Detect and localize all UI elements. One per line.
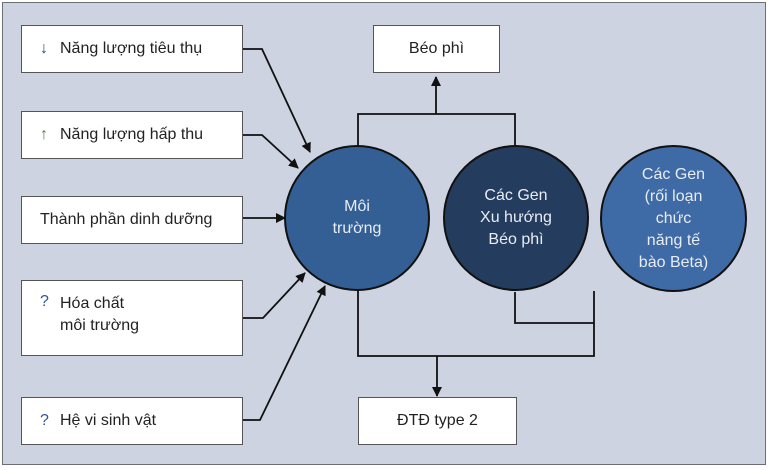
input-box-microbiome: ? Hệ vi sinh vật <box>21 397 243 445</box>
arrow-microbiome <box>243 285 326 421</box>
node-label: Các Gen (rối loạn chức năng tế bào Beta) <box>638 165 709 271</box>
input-box-energy-expenditure: ↓ Năng lượng tiêu thụ <box>21 25 243 73</box>
arrow-environmental-chemicals <box>243 272 306 319</box>
node-label: Các Gen Xu hướng Béo phì <box>480 187 552 248</box>
bracket-genes <box>514 291 595 324</box>
input-label: Năng lượng tiêu thụ <box>60 40 203 57</box>
node-obesity-genes: Các Gen Xu hướng Béo phì <box>443 145 589 291</box>
outcome-box-t2d: ĐTĐ type 2 <box>358 397 517 445</box>
outcome-label: Béo phì <box>408 40 465 57</box>
node-beta-cell-genes: Các Gen (rối loạn chức năng tế bào Beta) <box>600 145 747 292</box>
arrow-energy-intake <box>243 134 299 169</box>
question-mark-icon: ? <box>40 293 49 310</box>
node-label: Môi trường <box>332 198 382 237</box>
increase-arrow-icon: ↑ <box>40 126 48 143</box>
arrow-energy-expenditure <box>243 48 311 153</box>
input-label: Hóa chất môi trường <box>60 295 139 334</box>
input-box-diet-composition: Thành phần dinh dưỡng <box>21 196 243 244</box>
bracket-to-t2d <box>357 290 595 357</box>
outcome-box-obesity: Béo phì <box>373 25 500 73</box>
question-mark-icon: ? <box>40 412 49 429</box>
outcome-label: ĐTĐ type 2 <box>397 412 478 429</box>
input-box-environmental-chemicals: ? Hóa chất môi trường <box>21 280 243 356</box>
input-label: Hệ vi sinh vật <box>60 412 157 429</box>
input-label: Năng lượng hấp thu <box>60 126 204 143</box>
decrease-arrow-icon: ↓ <box>40 40 48 57</box>
bracket-to-obesity <box>357 113 516 145</box>
node-environment: Môi trường <box>284 145 430 291</box>
input-box-energy-intake: ↑ Năng lượng hấp thu <box>21 111 243 159</box>
input-label: Thành phần dinh dưỡng <box>40 211 213 228</box>
